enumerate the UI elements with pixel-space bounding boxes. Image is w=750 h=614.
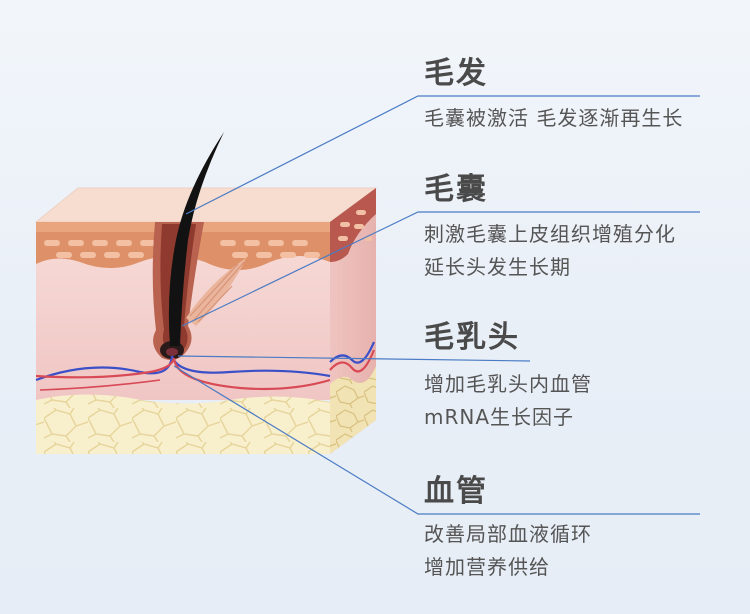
hair-shaft: [168, 132, 224, 346]
skin-top-surface: [36, 188, 376, 222]
label-hair-desc: 毛囊被激活 毛发逐渐再生长: [424, 102, 683, 135]
label-papilla-desc: 增加毛乳头内血管 mRNA生长因子: [424, 368, 592, 434]
label-hair-title: 毛发: [424, 56, 488, 91]
arrector-muscle: [186, 258, 246, 326]
label-papilla-line: 增加毛乳头内血管: [424, 372, 592, 396]
label-vessel-line: 增加营养供给: [424, 555, 550, 579]
label-vessel-line: 改善局部血液循环: [424, 522, 592, 546]
label-follicle-line: 刺激毛囊上皮组织增殖分化: [424, 222, 676, 246]
label-papilla-line: mRNA生长因子: [424, 405, 575, 429]
label-papilla-title: 毛乳头: [424, 320, 520, 355]
label-follicle-desc: 刺激毛囊上皮组织增殖分化 延长头发生长期: [424, 218, 676, 284]
fat-layer: [36, 394, 330, 454]
label-vessel-title: 血管: [424, 474, 488, 509]
artery: [35, 357, 176, 379]
leader-line-follicle: [181, 211, 700, 327]
vein: [35, 355, 174, 382]
label-follicle-title: 毛囊: [424, 172, 488, 207]
leader-line-hair: [185, 95, 700, 215]
leader-line-papilla: [177, 355, 531, 362]
epidermis-cells: [44, 240, 320, 258]
leader-line-vessel: [173, 365, 700, 515]
leader-lines: [173, 95, 700, 515]
label-hair-line: 毛囊被激活 毛发逐渐再生长: [424, 106, 684, 130]
label-follicle-line: 延长头发生长期: [424, 255, 571, 279]
label-vessel-desc: 改善局部血液循环 增加营养供给: [424, 518, 592, 584]
